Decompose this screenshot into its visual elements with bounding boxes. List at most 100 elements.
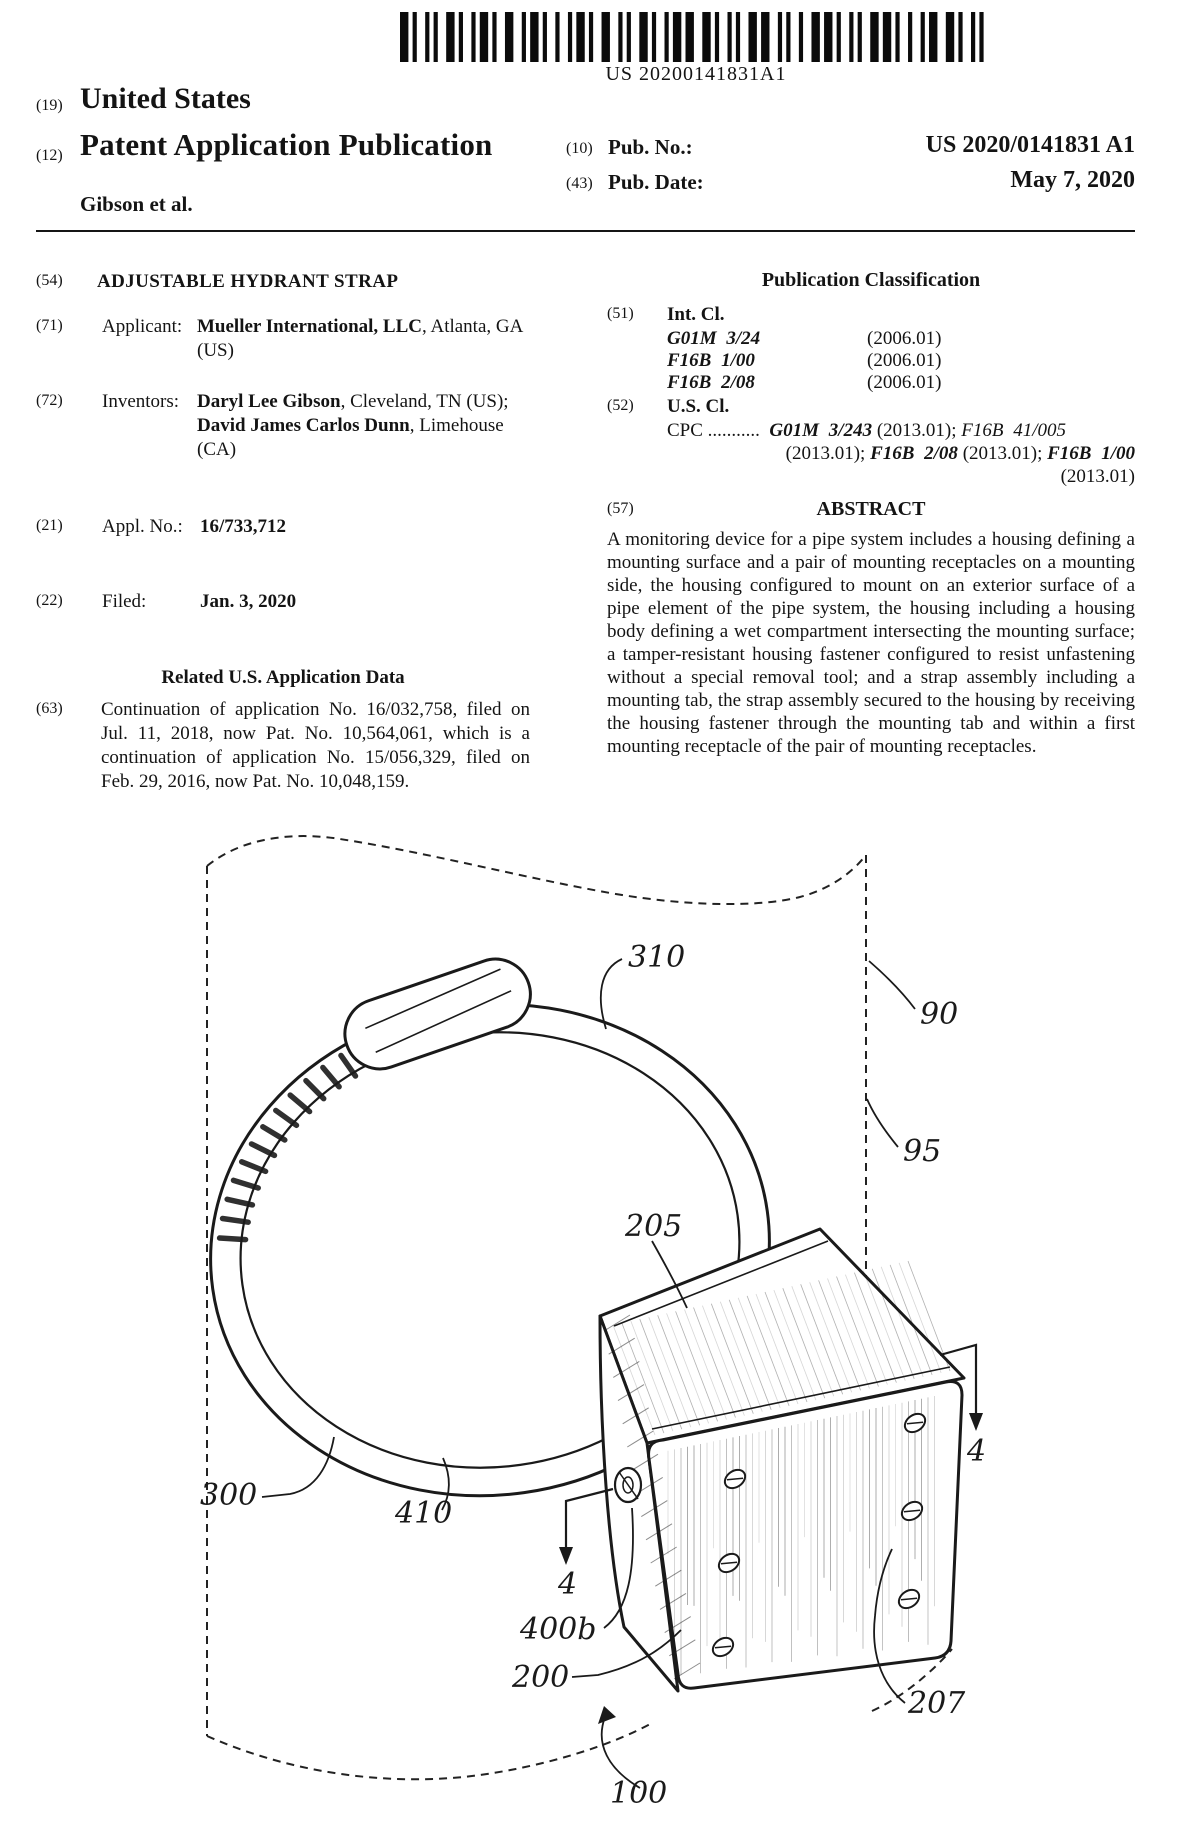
ref-410: 410 [394,1496,452,1531]
clamp-head [343,957,532,1071]
cpc-code: F16B 41/005 [961,420,1067,441]
leader-200 [571,1629,682,1678]
cpc-sep: (2013.01); [957,443,1048,464]
ref-300: 300 [200,1478,257,1513]
applicant-value: Mueller International, LLC, Atlanta, GA … [197,315,532,363]
inventor2-address: , Limehouse (CA) [197,415,504,460]
intcl-label: Int. Cl. [667,304,725,325]
authors: Gibson et al. [80,192,193,216]
cpc-sep: (2013.01); [872,420,962,441]
barcode [400,12,992,62]
inventor1-address: , Cleveland, TN (US); [340,391,509,412]
ref-400b: 400b [519,1612,596,1647]
pub-date-value: May 7, 2020 [1010,167,1135,193]
panel-screws [711,1412,927,1658]
abstract-num: (57) [607,500,634,517]
uscl-num: (52) [607,397,634,414]
intcl-num: (51) [607,305,634,322]
ref-200: 200 [511,1660,569,1695]
ref-95: 95 [903,1134,941,1169]
filed-value: Jan. 3, 2020 [200,591,297,612]
filed-num: (22) [36,592,63,609]
uscl-label: U.S. Cl. [667,396,730,417]
applicant-label: Applicant: [102,316,183,337]
country-name: United States [80,82,251,115]
intcl-code: F16B 2/08 [667,372,755,393]
leader-410 [441,1457,450,1511]
related-num: (63) [36,700,63,717]
leader-300 [261,1436,335,1498]
inventors-value: Daryl Lee Gibson, Cleveland, TN (US); Da… [197,390,532,462]
cpc-code: G01M 3/243 [769,420,873,441]
pub-date-num: (43) [566,175,593,192]
cpc-code: F16B 1/00 [1047,443,1135,464]
inventor1-name: Daryl Lee Gibson [197,391,341,412]
leader-95 [866,1098,899,1148]
patent-figure: 310 90 95 205 300 410 4 4 400b 200 207 1… [0,811,1179,1821]
section-arrow-left [559,1487,614,1565]
doc-type: Patent Application Publication [80,127,493,162]
applicant-name: Mueller International, LLC [197,316,423,337]
appl-no-num: (21) [36,517,63,534]
housing-fastener [613,1466,643,1504]
inventor2-name: David James Carlos Dunn [197,415,410,436]
leader-207 [873,1548,906,1704]
leader-205 [651,1240,688,1309]
cpc-line1: CPC ........... G01M 3/243 (2013.01); F1… [667,419,1135,443]
doc-type-num: (12) [36,147,63,164]
pub-no-value: US 2020/0141831 A1 [925,132,1135,158]
ref-4-left: 4 [557,1567,577,1602]
appl-no-label: Appl. No.: [102,516,183,537]
related-data-heading: Related U.S. Application Data [161,667,405,688]
cpc-prefix: CPC ........... [667,420,760,441]
applicant-num: (71) [36,317,63,334]
inventors-label: Inventors: [102,391,180,412]
intcl-version: (2006.01) [867,328,942,349]
cpc-line3: (2013.01) [1060,466,1135,487]
intcl-version: (2006.01) [867,350,942,371]
header-rule [36,230,1135,232]
cpc-line2: (2013.01); F16B 2/08 (2013.01); F16B 1/0… [667,442,1135,466]
leader-100-arrowhead [598,1706,616,1724]
country-num: (19) [36,97,63,114]
pub-date-label: Pub. Date: [608,170,704,194]
invention-title: ADJUSTABLE HYDRANT STRAP [97,271,399,292]
intcl-row: F16B 1/00 (2006.01) [667,349,1127,373]
title-num: (54) [36,272,63,289]
intcl-code: F16B 1/00 [667,350,755,371]
ref-90: 90 [920,997,958,1032]
applicant-address: , Atlanta, GA (US) [197,316,523,361]
leader-90 [868,960,916,1010]
housing-front-panel [647,1380,964,1690]
abstract-text: A monitoring device for a pipe system in… [607,529,1135,757]
appl-no-value: 16/733,712 [200,516,287,537]
intcl-version: (2006.01) [867,372,942,393]
ref-310: 310 [628,940,685,975]
ref-205: 205 [624,1209,682,1244]
barcode-text: US 20200141831A1 [605,63,787,85]
pipe-outline [206,835,953,1781]
ref-207: 207 [907,1686,966,1721]
cpc-sep: (2013.01); [785,443,871,464]
housing [598,1227,966,1693]
leader-lines [261,958,916,1789]
section-arrow-right [939,1343,983,1431]
ref-100: 100 [610,1776,667,1811]
inventors-num: (72) [36,392,63,409]
leader-400b [603,1507,634,1629]
intcl-row: F16B 2/08 (2006.01) [667,371,1127,395]
pub-no-label: Pub. No.: [608,135,693,159]
housing-left-face [598,1314,680,1693]
filed-label: Filed: [102,591,147,612]
leader-100 [600,1716,641,1789]
related-text: Continuation of application No. 16/032,7… [101,699,530,792]
publication-classification-heading: Publication Classification [761,269,981,291]
leader-310 [599,958,623,1030]
pub-no-num: (10) [566,140,593,157]
intcl-code: G01M 3/24 [667,328,761,349]
cpc-code: F16B 2/08 [870,443,958,464]
abstract-heading: ABSTRACT [816,498,926,520]
figure-labels: 310 90 95 205 300 410 4 4 400b 200 207 1… [200,940,986,1811]
intcl-row: G01M 3/24 (2006.01) [667,327,1127,351]
